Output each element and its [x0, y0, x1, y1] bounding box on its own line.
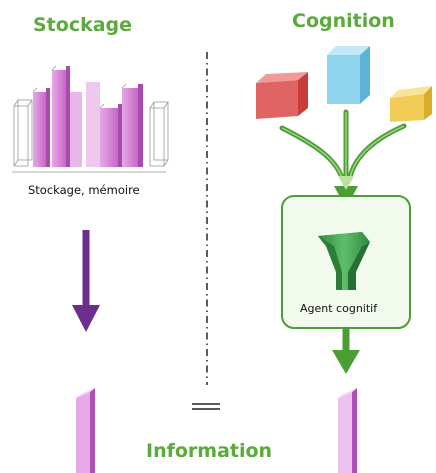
converging-arrowhead-light	[338, 176, 354, 190]
converging-arrows	[279, 109, 407, 181]
storage-label: Stockage, mémoire	[28, 183, 140, 197]
agent-label: Agent cognitif	[300, 302, 378, 315]
funnel-icon	[318, 232, 370, 290]
storage-bars-illustration	[12, 65, 169, 173]
equivalence-sign	[192, 403, 220, 410]
converging-arrow-highlights	[281, 112, 405, 179]
cube-blue	[327, 46, 370, 104]
agent-down-arrow	[332, 328, 360, 374]
storage-down-arrow	[72, 230, 100, 332]
right-title: Cognition	[292, 10, 395, 32]
left-title: Stockage	[33, 14, 133, 36]
cube-yellow	[390, 86, 432, 122]
info-prism-right	[338, 388, 357, 473]
cube-red	[256, 72, 308, 119]
info-label: Information	[146, 440, 273, 462]
info-prism-left	[76, 388, 95, 473]
